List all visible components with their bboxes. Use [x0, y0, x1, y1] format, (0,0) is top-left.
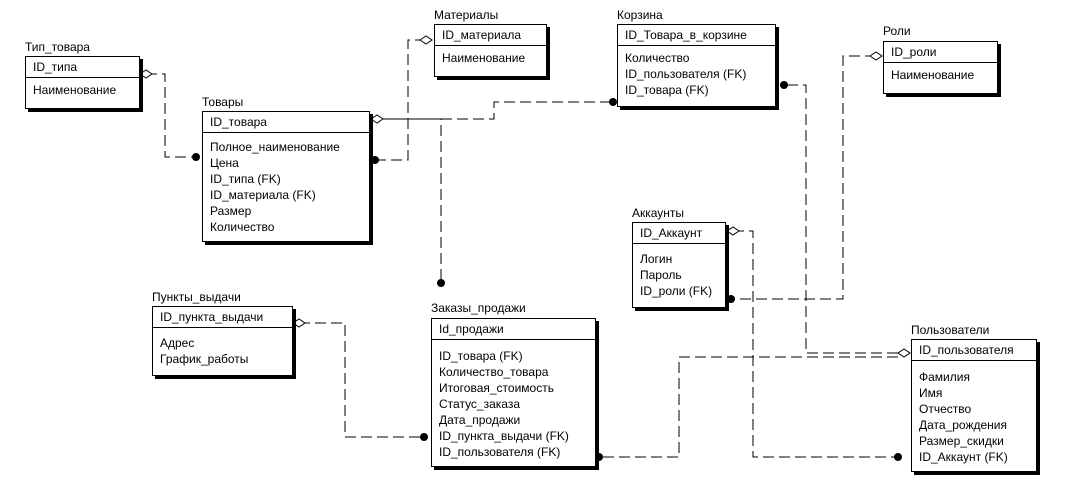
rel-polzovateli-korzina — [784, 84, 898, 354]
diamond-punkty — [292, 318, 306, 328]
attr-akkaunty-1: Пароль — [640, 268, 682, 282]
entity-korzina[interactable]: ID_Товара_в_корзине Количество ID_пользо… — [617, 24, 776, 107]
attr-zakazy-prodazhi-1: Количество_товара — [439, 365, 549, 379]
diamond-polzovateli-korzina — [897, 348, 911, 358]
attr-tovary-0: Полное_наименование — [210, 140, 340, 154]
entity-title-tip-tovara: Тип_товара — [25, 40, 90, 54]
entity-materialy[interactable]: ID_материала Наименование — [434, 24, 547, 77]
attr-polzovateli-3: Дата_рождения — [919, 418, 1007, 432]
pk-korzina: ID_Товара_в_корзине — [618, 25, 775, 46]
attr-tovary-3: ID_материала (FK) — [210, 188, 316, 202]
diamond-tip-tovara — [139, 69, 153, 79]
dot-korzina-tovary — [609, 98, 617, 106]
attr-polzovateli-1: Имя — [919, 386, 943, 400]
attr-polzovateli-0: Фамилия — [919, 370, 970, 384]
attr-tovary-4: Размер — [210, 204, 252, 218]
entity-zakazy-prodazhi[interactable]: Id_продажи ID_товара (FK) Количество_тов… — [431, 318, 596, 467]
entity-roli[interactable]: ID_роли Наименование — [883, 41, 998, 94]
entity-akkaunty[interactable]: ID_Аккаунт Логин Пароль ID_роли (FK) — [632, 222, 726, 308]
attr-tovary-5: Количество — [210, 220, 275, 234]
rel-tip-tovara-tovary — [146, 73, 196, 158]
attr-materialy-0: Наименование — [442, 51, 526, 65]
attr-korzina-1: ID_пользователя (FK) — [625, 67, 747, 81]
pk-roli: ID_роли — [884, 42, 997, 63]
rel-materialy-tovary — [375, 39, 426, 161]
dot-tovary-tip — [192, 153, 200, 161]
entity-title-punkty-vydachi: Пункты_выдачи — [152, 290, 241, 304]
attr-korzina-0: Количество — [625, 51, 690, 65]
dot-zakazy-tovary — [437, 279, 445, 287]
diamond-materialy — [419, 35, 433, 45]
pk-tip-tovara: ID_типа — [26, 57, 139, 78]
dot-tovary-materialy — [371, 156, 379, 164]
entity-punkty-vydachi[interactable]: ID_пункта_выдачи Адрес График_работы — [152, 306, 293, 376]
attr-polzovateli-4: Размер_скидки — [919, 434, 1004, 448]
attr-punkty-vydachi-0: Адрес — [160, 336, 195, 350]
dot-zakazy-polzovateli — [595, 453, 603, 461]
entity-polzovateli[interactable]: ID_пользователя Фамилия Имя Отчество Дат… — [911, 339, 1037, 472]
entity-title-akkaunty: Аккаунты — [632, 206, 685, 220]
dot-zakazy-punkty — [420, 433, 428, 441]
pk-tovary: ID_товара — [203, 112, 369, 133]
entity-title-roli: Роли — [883, 24, 911, 38]
entity-title-korzina: Корзина — [617, 8, 663, 22]
diamond-tovary-korzina — [370, 114, 384, 124]
attr-punkty-vydachi-1: График_работы — [160, 352, 249, 366]
entity-title-zakazy-prodazhi: Заказы_продажи — [431, 301, 526, 315]
attr-zakazy-prodazhi-5: ID_пункта_выдачи (FK) — [439, 429, 569, 443]
entity-tovary[interactable]: ID_товара Полное_наименование Цена ID_ти… — [202, 111, 370, 242]
attr-tip-tovara-0: Наименование — [33, 83, 117, 97]
pk-zakazy-prodazhi: Id_продажи — [432, 319, 595, 340]
entity-tip-tovara[interactable]: ID_типа Наименование — [25, 56, 140, 109]
entity-title-polzovateli: Пользователи — [911, 323, 990, 337]
attr-zakazy-prodazhi-3: Статус_заказа — [439, 397, 521, 411]
rel-punkty-zakazy — [299, 322, 424, 438]
attr-zakazy-prodazhi-6: ID_пользователя (FK) — [439, 445, 561, 459]
diamond-roli — [869, 51, 883, 61]
pk-akkaunty: ID_Аккаунт — [633, 223, 725, 244]
attr-korzina-2: ID_товара (FK) — [625, 83, 709, 97]
rel-tovary-korzina — [377, 101, 613, 120]
attr-polzovateli-5: ID_Аккаунт (FK) — [919, 450, 1008, 464]
attr-zakazy-prodazhi-4: Дата_продажи — [439, 413, 521, 427]
diamond-akkaunty — [726, 226, 740, 236]
rel-polzovateli-zakazy — [599, 356, 898, 458]
pk-materialy: ID_материала — [435, 25, 546, 46]
rel-roli-akkaunty — [731, 55, 876, 300]
attr-polzovateli-2: Отчество — [919, 402, 972, 416]
dot-korzina-polzovateli — [780, 81, 788, 89]
attr-zakazy-prodazhi-0: ID_товара (FK) — [439, 349, 523, 363]
attr-tovary-1: Цена — [210, 156, 239, 170]
attr-tovary-2: ID_типа (FK) — [210, 172, 281, 186]
rel-akkaunty-polzovateli — [733, 230, 898, 458]
dot-akkaunty-roli — [727, 295, 735, 303]
pk-polzovateli: ID_пользователя — [912, 340, 1036, 361]
rel-tovary-zakazy — [383, 118, 442, 283]
pk-punkty-vydachi: ID_пункта_выдачи — [153, 307, 292, 328]
entity-title-tovary: Товары — [202, 95, 244, 109]
entity-title-materialy: Материалы — [434, 8, 499, 22]
attr-akkaunty-2: ID_роли (FK) — [640, 284, 713, 298]
attr-akkaunty-0: Логин — [640, 252, 673, 266]
attr-roli-0: Наименование — [891, 68, 975, 82]
attr-zakazy-prodazhi-2: Итоговая_стоимость — [439, 381, 554, 395]
dot-polzovateli-akkaunty — [894, 453, 902, 461]
